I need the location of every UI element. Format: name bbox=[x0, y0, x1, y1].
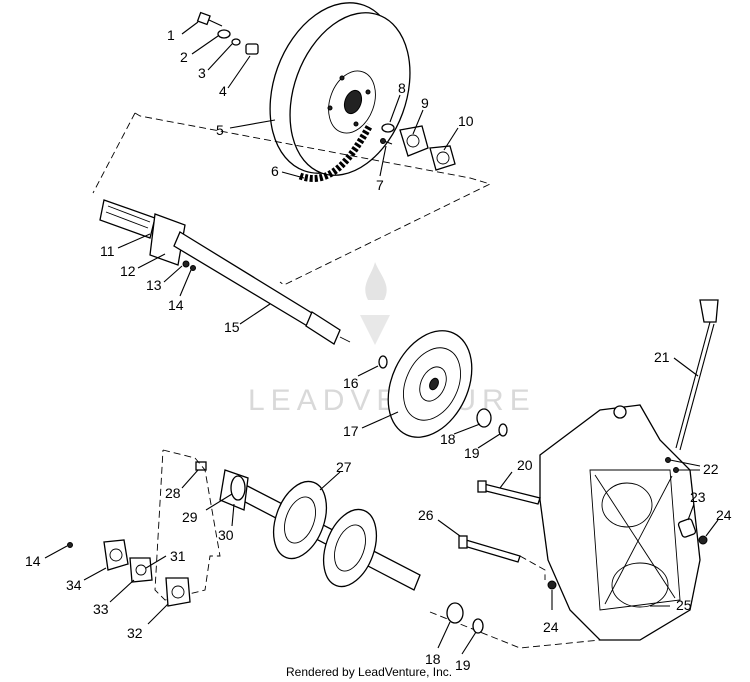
callout-17: 17 bbox=[343, 423, 359, 439]
bearing-flange-9 bbox=[399, 125, 429, 157]
callout-22: 22 bbox=[703, 461, 719, 477]
callout-labels: 1 2 3 4 5 6 7 8 9 10 11 12 13 14 15 16 1… bbox=[25, 27, 732, 673]
callout-34: 34 bbox=[66, 577, 82, 593]
callout-31: 31 bbox=[170, 548, 186, 564]
screw-14-lower bbox=[67, 542, 73, 548]
assembly-outline-lower bbox=[154, 449, 221, 601]
callout-1: 1 bbox=[167, 27, 175, 43]
driven-pulley-group bbox=[92, 2, 492, 286]
shaft-splined-end bbox=[99, 199, 156, 239]
gasket-33 bbox=[129, 557, 153, 583]
callout-2: 2 bbox=[180, 49, 188, 65]
spacer-4 bbox=[245, 43, 259, 55]
pulley-bore bbox=[343, 89, 363, 115]
assembly-outline-top bbox=[134, 112, 492, 286]
bolt-1 bbox=[196, 11, 211, 26]
callout-15: 15 bbox=[224, 319, 240, 335]
brake-disc-group bbox=[378, 330, 508, 438]
callout-14-lower: 14 bbox=[25, 553, 41, 569]
bushing-23 bbox=[677, 518, 697, 538]
bolt-20-head bbox=[477, 480, 487, 493]
washer-3 bbox=[231, 38, 241, 46]
shaft-splined-tip bbox=[305, 311, 341, 345]
washer-8 bbox=[381, 123, 395, 133]
callout-18-lower: 18 bbox=[425, 651, 441, 667]
callout-29: 29 bbox=[182, 509, 198, 525]
drive-sprocket-27a bbox=[272, 480, 328, 560]
callout-16: 16 bbox=[343, 375, 359, 391]
callout-24-left: 24 bbox=[543, 619, 559, 635]
bearing-18-upper bbox=[476, 408, 492, 428]
drive-shaft-group bbox=[99, 199, 351, 345]
bolt-26-head bbox=[458, 535, 468, 549]
seal-19-upper bbox=[498, 423, 508, 437]
bolt-26 bbox=[463, 539, 521, 563]
render-credit: Rendered by LeadVenture, Inc. bbox=[286, 665, 452, 679]
callout-24-right: 24 bbox=[716, 507, 732, 523]
callout-14-upper: 14 bbox=[168, 297, 184, 313]
callout-5: 5 bbox=[216, 122, 224, 138]
callout-20: 20 bbox=[517, 457, 533, 473]
upper-sprocket bbox=[601, 482, 653, 528]
callout-32: 32 bbox=[127, 625, 143, 641]
callout-30: 30 bbox=[218, 527, 234, 543]
chaincase-cover bbox=[589, 469, 681, 611]
tensioner-rod-21 bbox=[675, 321, 711, 449]
screw-28 bbox=[195, 461, 207, 471]
callout-18-upper: 18 bbox=[440, 431, 456, 447]
callout-6: 6 bbox=[271, 163, 279, 179]
chaincase-group bbox=[429, 299, 719, 649]
nut-13 bbox=[182, 260, 190, 268]
seal-19-lower bbox=[472, 618, 484, 634]
bearing-29 bbox=[230, 475, 246, 501]
bolt-7 bbox=[380, 138, 386, 144]
washer-2 bbox=[217, 29, 231, 39]
shaft-15 bbox=[173, 231, 321, 331]
callout-13: 13 bbox=[146, 277, 162, 293]
callout-23: 23 bbox=[690, 489, 706, 505]
callout-12: 12 bbox=[120, 263, 136, 279]
drive-axle-group bbox=[67, 449, 484, 634]
callout-9: 9 bbox=[421, 95, 429, 111]
leader-lines bbox=[44, 21, 719, 655]
flange-34 bbox=[103, 539, 129, 571]
callout-4: 4 bbox=[219, 83, 227, 99]
callout-27: 27 bbox=[336, 459, 352, 475]
chaincase-housing bbox=[539, 404, 701, 641]
bolt-20 bbox=[481, 483, 541, 505]
pulley-hub bbox=[328, 70, 376, 134]
bearing-18-lower bbox=[446, 602, 464, 624]
screw-14 bbox=[190, 265, 196, 271]
callout-10: 10 bbox=[458, 113, 474, 129]
flange-32 bbox=[165, 577, 191, 607]
callout-28: 28 bbox=[165, 485, 181, 501]
snap-ring-16 bbox=[378, 355, 388, 369]
flange-10 bbox=[429, 145, 456, 171]
callout-19-lower: 19 bbox=[455, 657, 471, 673]
bearing-housing-12 bbox=[149, 213, 186, 266]
callout-19-upper: 19 bbox=[464, 445, 480, 461]
nut-24-left bbox=[547, 580, 557, 590]
drive-chain bbox=[298, 123, 374, 182]
callout-26: 26 bbox=[418, 507, 434, 523]
drive-sprocket-27b bbox=[322, 508, 378, 588]
callout-11: 11 bbox=[100, 243, 115, 259]
callout-7: 7 bbox=[376, 177, 384, 193]
callout-25: 25 bbox=[676, 597, 692, 613]
callout-33: 33 bbox=[93, 601, 109, 617]
callout-21: 21 bbox=[654, 349, 670, 365]
tensioner-knob bbox=[699, 299, 719, 323]
nut-24-right bbox=[698, 535, 708, 545]
callout-8: 8 bbox=[398, 80, 406, 96]
callout-3: 3 bbox=[198, 65, 206, 81]
fastener-22a bbox=[665, 457, 671, 463]
lower-sprocket bbox=[611, 562, 669, 608]
fastener-22b bbox=[673, 467, 679, 473]
